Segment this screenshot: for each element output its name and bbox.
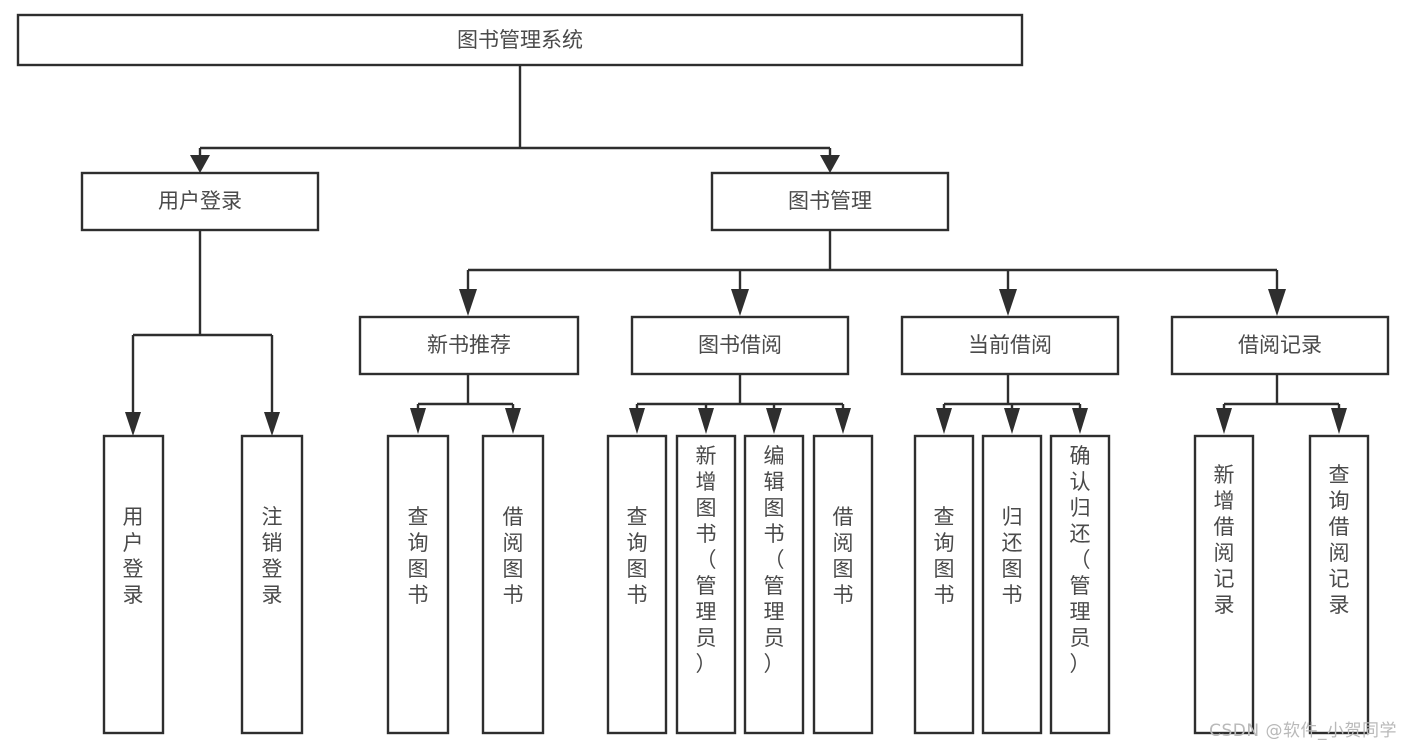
node-borrow-record[interactable]: 借阅记录 [1170, 315, 1390, 376]
node-leaf-query-book-3[interactable]: 查询图书 [913, 434, 975, 735]
node-leaf-query-record[interactable]: 查询借阅记录 [1308, 434, 1370, 735]
node-current-borrow[interactable]: 当前借阅 [900, 315, 1120, 376]
arrow-to-book-management [820, 155, 840, 173]
node-leaf-confirm-return-box[interactable] [1049, 434, 1111, 735]
node-book-management[interactable]: 图书管理 [710, 171, 950, 232]
arrow-to-leaf-add-record [1216, 408, 1232, 434]
node-leaf-borrow-book-2-box[interactable] [812, 434, 874, 735]
edge-group-current-borrow [936, 374, 1088, 434]
node-leaf-user-login-label: 用户登录 [123, 505, 144, 607]
node-book-borrow[interactable]: 图书借阅 [630, 315, 850, 376]
arrow-to-new-book-recommend [459, 289, 477, 316]
arrow-to-leaf-add-book [698, 408, 714, 434]
arrow-to-leaf-borrow-book-1 [505, 408, 521, 434]
node-leaf-add-book-box[interactable] [675, 434, 737, 735]
node-current-borrow-label: 当前借阅 [968, 333, 1052, 357]
node-leaf-borrow-book-1-box[interactable] [481, 434, 545, 735]
arrow-to-leaf-query-book-2 [629, 408, 645, 434]
node-new-book-recommend[interactable]: 新书推荐 [358, 315, 580, 376]
node-root-box[interactable] [16, 13, 1024, 67]
node-leaf-query-book-1-box[interactable] [386, 434, 450, 735]
node-borrow-record-box[interactable] [1170, 315, 1390, 376]
arrow-to-leaf-confirm-return [1072, 408, 1088, 434]
arrow-to-leaf-edit-book [766, 408, 782, 434]
node-borrow-record-label: 借阅记录 [1238, 333, 1322, 357]
arrow-to-user-login [190, 155, 210, 173]
edge-group-user-login [125, 230, 280, 436]
arrow-to-leaf-user-login [125, 412, 141, 436]
edge-group-borrow-record [1216, 374, 1347, 434]
node-leaf-add-record-box[interactable] [1193, 434, 1255, 735]
node-leaf-return-book-label: 归还图书 [1002, 505, 1023, 607]
node-leaf-user-login-box[interactable] [102, 434, 165, 735]
node-leaf-return-book[interactable]: 归还图书 [981, 434, 1043, 735]
node-user-login[interactable]: 用户登录 [80, 171, 320, 232]
node-current-borrow-box[interactable] [900, 315, 1120, 376]
node-leaf-query-book-3-label: 查询图书 [934, 505, 955, 607]
node-leaf-borrow-book-2[interactable]: 借阅图书 [812, 434, 874, 735]
node-user-login-box[interactable] [80, 171, 320, 232]
arrow-to-borrow-record [1268, 289, 1286, 316]
node-book-management-box[interactable] [710, 171, 950, 232]
node-leaf-query-record-label: 查询借阅记录 [1329, 463, 1350, 617]
node-leaf-query-book-2[interactable]: 查询图书 [606, 434, 668, 735]
node-leaf-user-logout-box[interactable] [240, 434, 304, 735]
node-book-management-label: 图书管理 [788, 189, 872, 213]
node-leaf-user-logout-label: 注销登录 [262, 505, 283, 607]
node-leaf-edit-book-box[interactable] [743, 434, 805, 735]
node-leaf-add-book[interactable]: 新增图书（管理员） [675, 434, 737, 735]
node-leaf-edit-book-label: 编辑图书（管理员） [764, 444, 785, 676]
node-root-label: 图书管理系统 [457, 28, 583, 52]
edge-group-new-book-recommend [410, 374, 521, 434]
node-leaf-return-book-box[interactable] [981, 434, 1043, 735]
node-leaf-user-login[interactable]: 用户登录 [102, 434, 165, 735]
node-leaf-confirm-return[interactable]: 确认归还（管理员） [1049, 434, 1111, 735]
node-leaf-query-record-box[interactable] [1308, 434, 1370, 735]
node-new-book-recommend-box[interactable] [358, 315, 580, 376]
node-leaf-add-record-label: 新增借阅记录 [1214, 463, 1235, 617]
arrow-to-leaf-borrow-book-2 [835, 408, 851, 434]
arrow-to-leaf-query-book-1 [410, 408, 426, 434]
arrow-to-leaf-query-book-3 [936, 408, 952, 434]
node-leaf-edit-book[interactable]: 编辑图书（管理员） [743, 434, 805, 735]
node-leaf-add-book-label: 新增图书（管理员） [696, 444, 717, 676]
node-leaf-query-book-2-box[interactable] [606, 434, 668, 735]
arrow-to-current-borrow [999, 289, 1017, 316]
arrow-to-leaf-query-record [1331, 408, 1347, 434]
edge-group-root [190, 65, 840, 173]
node-new-book-recommend-label: 新书推荐 [427, 333, 511, 357]
node-leaf-query-book-1-label: 查询图书 [408, 505, 429, 607]
arrow-to-leaf-return-book [1004, 408, 1020, 434]
node-book-borrow-label: 图书借阅 [698, 333, 782, 357]
node-user-login-label: 用户登录 [158, 189, 242, 213]
arrow-to-leaf-user-logout [264, 412, 280, 436]
node-leaf-borrow-book-2-label: 借阅图书 [833, 505, 854, 607]
arrow-to-book-borrow [731, 289, 749, 316]
node-root[interactable]: 图书管理系统 [16, 13, 1024, 67]
node-leaf-user-logout[interactable]: 注销登录 [240, 434, 304, 735]
node-book-borrow-box[interactable] [630, 315, 850, 376]
edge-group-book-borrow [629, 374, 851, 434]
node-leaf-borrow-book-1[interactable]: 借阅图书 [481, 434, 545, 735]
node-leaf-query-book-3-box[interactable] [913, 434, 975, 735]
edge-group-book-management [459, 230, 1286, 316]
node-leaf-query-book-1[interactable]: 查询图书 [386, 434, 450, 735]
node-leaf-borrow-book-1-label: 借阅图书 [503, 505, 524, 607]
node-leaf-add-record[interactable]: 新增借阅记录 [1193, 434, 1255, 735]
node-leaf-confirm-return-label: 确认归还（管理员） [1070, 444, 1091, 676]
node-leaf-query-book-2-label: 查询图书 [627, 505, 648, 607]
